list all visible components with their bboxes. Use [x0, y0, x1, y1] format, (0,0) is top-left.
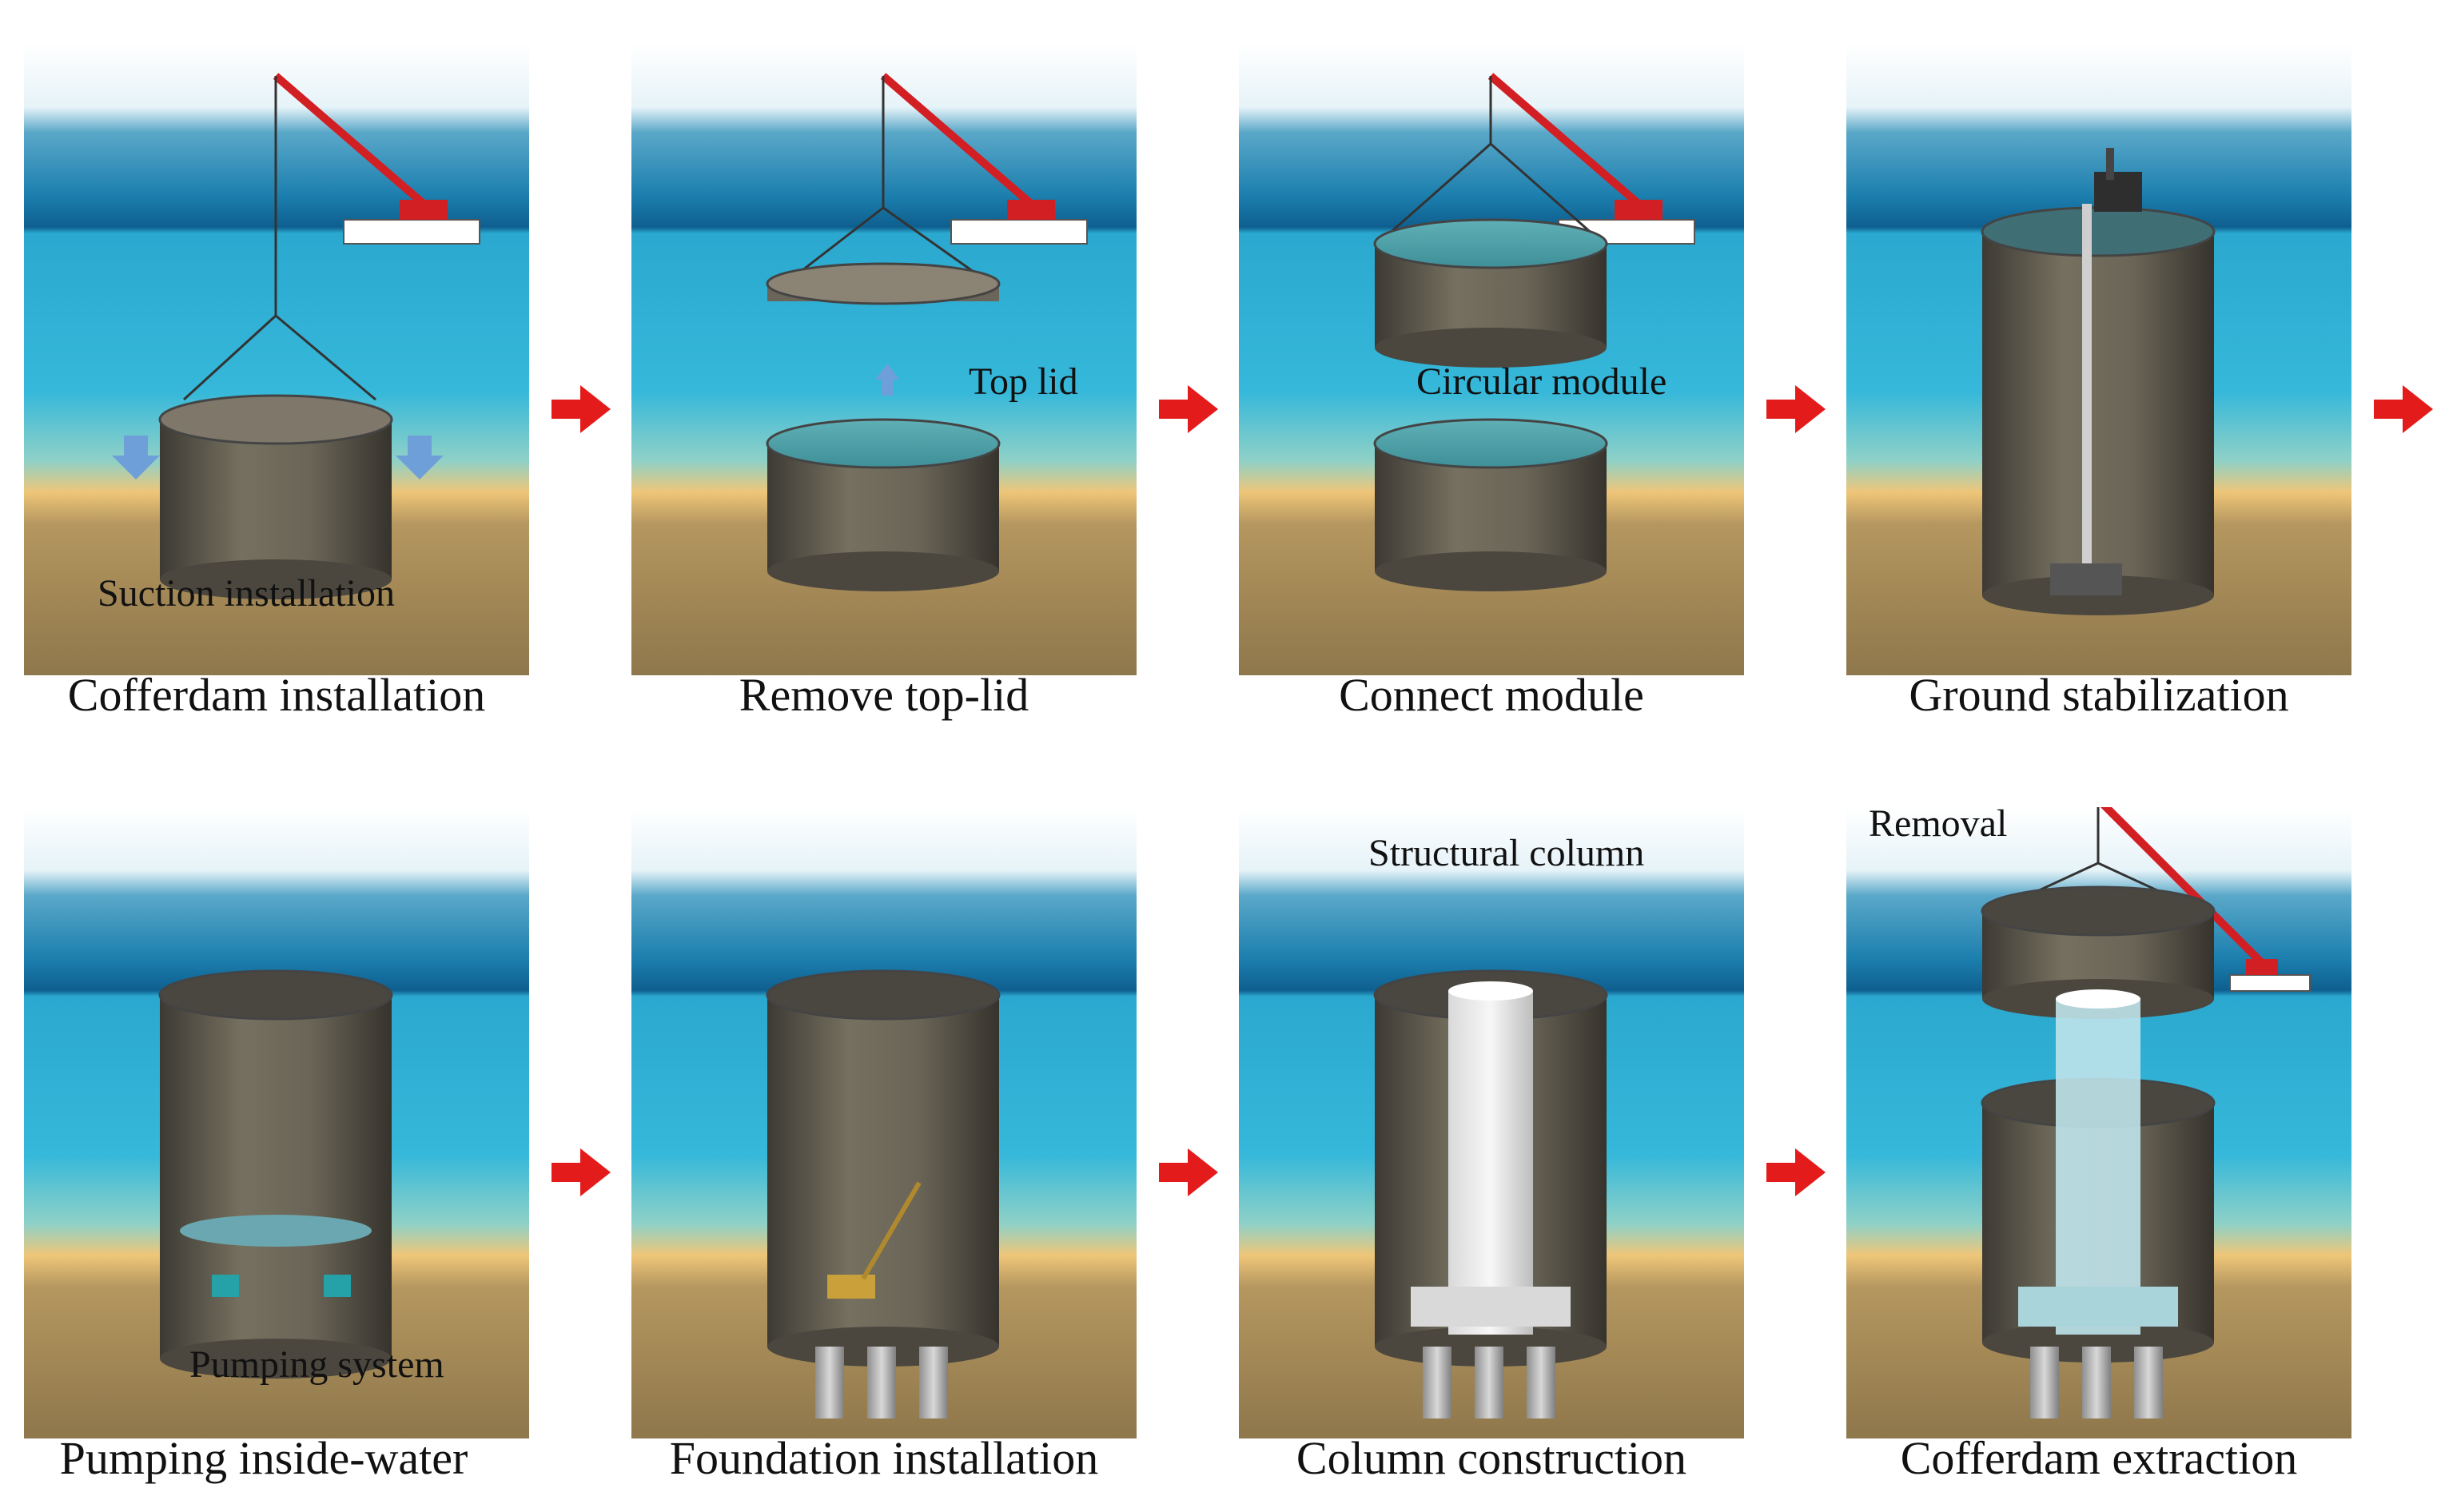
structural-column	[2018, 989, 2178, 1335]
caption-cofferdam-extraction: Cofferdam extraction	[1900, 1432, 2298, 1484]
caption-column-construction: Column construction	[1296, 1432, 1687, 1484]
flow-arrow-icon	[552, 385, 611, 433]
flow-arrow-icon	[1766, 1148, 1826, 1196]
panel-ground-stabilization	[1846, 44, 2351, 675]
flow-arrow-icon	[552, 1148, 611, 1196]
panel-foundation-installation	[631, 807, 1137, 1438]
pile-icon	[1423, 1347, 1555, 1418]
top-lid-plate	[766, 262, 1001, 305]
top-lid-label: Top lid	[969, 360, 1078, 403]
scene-remove-top-lid	[631, 44, 1137, 675]
cofferdam-cylinder	[158, 394, 393, 599]
panel-column-construction	[1239, 807, 1744, 1438]
caption-connect-module: Connect module	[1339, 669, 1644, 721]
drilling-rig-icon	[2050, 148, 2142, 595]
panel-cofferdam-installation	[24, 44, 529, 675]
circular-module	[1373, 218, 1608, 368]
pumping-system-label: Pumping system	[189, 1343, 444, 1386]
scene-foundation-installation	[631, 807, 1137, 1438]
pile-icon	[2030, 1347, 2163, 1418]
scene-ground-stabilization	[1846, 44, 2351, 675]
pump-icon	[212, 1275, 351, 1297]
cofferdam-cylinder-tall	[1981, 206, 2216, 615]
flow-arrow-icon	[1159, 1148, 1218, 1196]
scene-pumping-inside-water	[24, 807, 529, 1438]
panel-cofferdam-extraction	[1846, 807, 2351, 1438]
caption-ground-stabilization: Ground stabilization	[1909, 669, 2289, 721]
panel-pumping-inside-water	[24, 807, 529, 1438]
circular-module-label: Circular module	[1416, 360, 1667, 403]
pile-icon	[815, 1347, 948, 1418]
suction-installation-label: Suction installation	[98, 572, 395, 615]
lifted-module	[1981, 885, 2216, 1019]
crane-barge-icon	[273, 73, 480, 245]
caption-foundation-installation: Foundation installation	[669, 1432, 1099, 1484]
excavator-icon	[827, 1181, 922, 1299]
cofferdam-cylinder	[766, 418, 1001, 591]
removal-label: Removal	[1869, 802, 2008, 845]
flow-arrow-icon	[1766, 385, 1826, 433]
scene-cofferdam-extraction	[1846, 807, 2351, 1438]
cofferdam-cylinder-tall	[158, 969, 393, 1379]
panel-remove-top-lid	[631, 44, 1137, 675]
structural-column-label: Structural column	[1368, 832, 1645, 874]
caption-remove-top-lid: Remove top-lid	[739, 669, 1029, 721]
structural-column	[1411, 981, 1571, 1335]
scene-cofferdam-installation	[24, 44, 529, 675]
suction-arrow-icon	[112, 436, 444, 479]
cofferdam-cylinder	[1373, 418, 1608, 591]
caption-pumping-inside-water: Pumping inside-water	[59, 1432, 468, 1484]
scene-column-construction	[1239, 807, 1744, 1438]
scene-connect-module	[1239, 44, 1744, 675]
up-arrow-icon	[875, 364, 899, 396]
flow-arrow-icon	[1159, 385, 1218, 433]
caption-cofferdam-installation: Cofferdam installation	[67, 669, 486, 721]
flow-arrow-icon	[2374, 385, 2433, 433]
crane-barge-icon	[2100, 807, 2311, 992]
crane-barge-icon	[880, 73, 1088, 245]
panel-connect-module	[1239, 44, 1744, 675]
cofferdam-cylinder-tall	[766, 969, 1001, 1367]
